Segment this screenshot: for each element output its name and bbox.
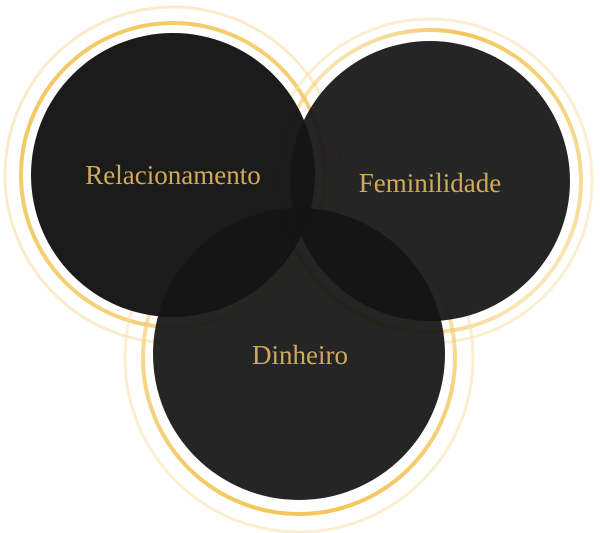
- label-relacionamento: Relacionamento: [85, 160, 260, 190]
- label-dinheiro: Dinheiro: [252, 340, 348, 370]
- label-feminilidade: Feminilidade: [359, 168, 501, 198]
- circle-dinheiro: [153, 208, 445, 500]
